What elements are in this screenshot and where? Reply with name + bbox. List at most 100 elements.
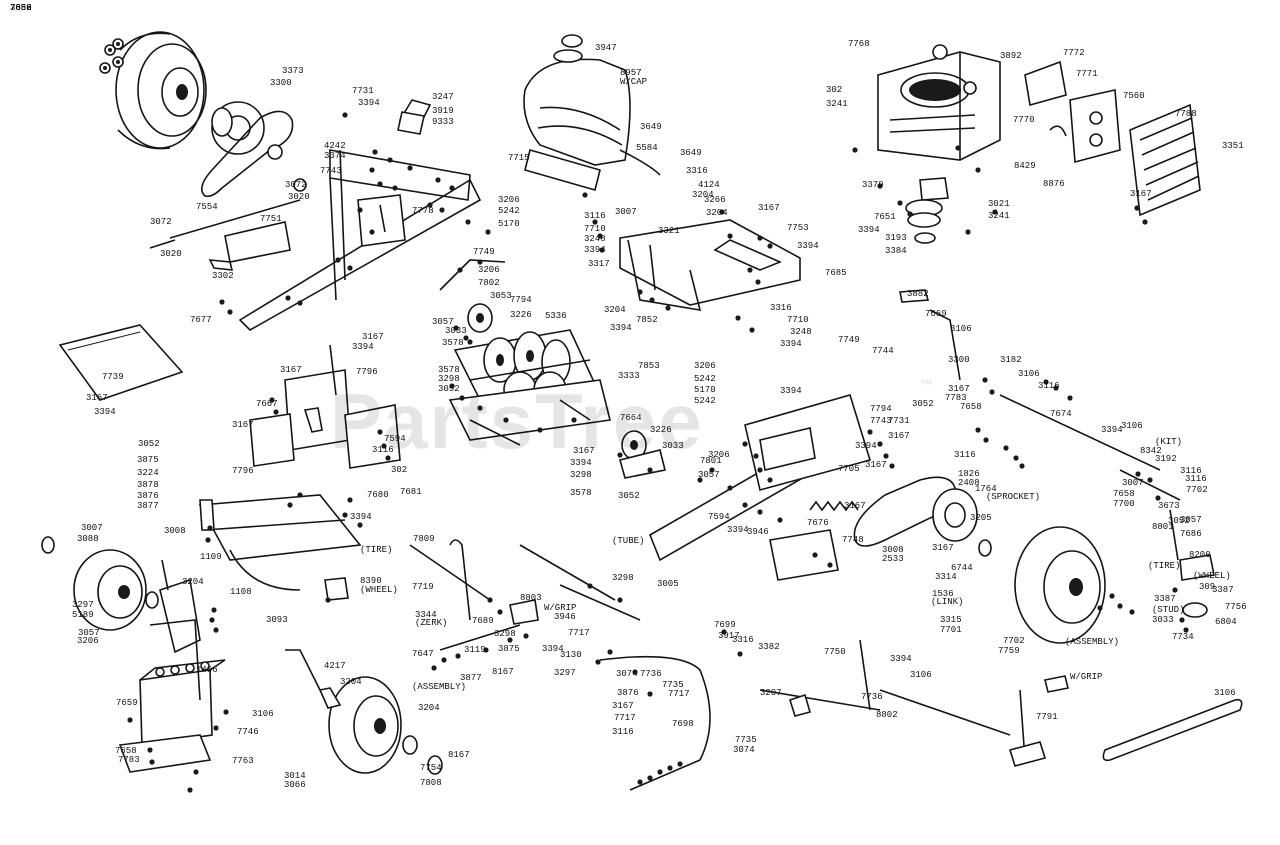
part-callout: 3053 [490, 291, 512, 301]
part-callout: 7658 [115, 746, 137, 756]
part-callout: 3876 [617, 688, 639, 698]
part-callout: 3394 [542, 644, 564, 654]
part-callout: 3300 [948, 355, 970, 365]
part-callout: 3394 [358, 98, 380, 108]
bolt-icon [727, 233, 733, 239]
bolt-icon [747, 267, 753, 273]
part-callout: (TIRE) [1148, 561, 1180, 571]
bolt-icon [149, 759, 155, 765]
bolt-icon [1067, 395, 1073, 401]
bolt-icon [485, 229, 491, 235]
bolt-icon [617, 452, 623, 458]
part-callout: (WHEEL) [360, 585, 398, 595]
part-callout: 7650 [10, 3, 32, 13]
bolt-icon [381, 443, 387, 449]
part-callout: 7788 [1175, 109, 1197, 119]
part-callout: 3116 [1180, 466, 1202, 476]
part-callout: 3344 [415, 610, 437, 620]
part-callout: 3394 [858, 225, 880, 235]
part-callout: 3033 [1152, 615, 1174, 625]
part-callout: 7594 [384, 434, 406, 444]
part-callout: 7667 [256, 399, 278, 409]
part-callout: 3008 [164, 526, 186, 536]
brake-pedal-lower [285, 649, 342, 709]
bolt-icon [1003, 445, 1009, 451]
pulley-upper [439, 259, 506, 333]
part-callout: 5242 [694, 374, 716, 384]
bolt-icon [647, 691, 653, 697]
part-callout: 3875 [498, 644, 520, 654]
part-callout: 3394 [350, 512, 372, 522]
part-callout: 3316 [770, 303, 792, 313]
bolt-icon [992, 209, 998, 215]
bolt-icon [767, 477, 773, 483]
bolt-icon [877, 183, 883, 189]
part-callout: 3892 [1000, 51, 1022, 61]
part-callout: 7717 [668, 689, 690, 699]
bolt-icon [357, 522, 363, 528]
bolt-icon [709, 467, 715, 473]
deck-drive-belt [1102, 698, 1243, 762]
spindle-right [1179, 554, 1215, 618]
bolt-icon [989, 389, 995, 395]
part-callout: 7749 [838, 335, 860, 345]
part-callout: 5584 [636, 143, 658, 153]
bolt-icon [487, 597, 493, 603]
part-callout: 3106 [910, 670, 932, 680]
part-callout: (LINK) [931, 597, 963, 607]
part-callout: 4217 [324, 661, 346, 671]
part-callout: 3007 [81, 523, 103, 533]
part-callout: 3370 [862, 180, 884, 190]
bolt-icon [1129, 609, 1135, 615]
part-callout: 7681 [400, 487, 422, 497]
part-callout: 3167 [948, 384, 970, 394]
part-callout: 3224 [137, 468, 159, 478]
part-callout: 3033 [445, 326, 467, 336]
part-callout: 7853 [638, 361, 660, 371]
bolt-icon [587, 583, 593, 589]
part-callout: 3005 [657, 579, 679, 589]
part-callout: 3878 [137, 480, 159, 490]
bolt-icon [427, 202, 433, 208]
part-callout: 3947 [595, 43, 617, 53]
part-callout: 7731 [352, 86, 374, 96]
bolt-icon [735, 315, 741, 321]
part-callout: 3387 [1212, 585, 1234, 595]
bolt-icon [503, 417, 509, 423]
bolt-icon [209, 617, 215, 623]
part-callout: 3206 [77, 636, 99, 646]
bolt-icon [637, 289, 643, 295]
part-callout: 3673 [1158, 501, 1180, 511]
part-callout: 5242 [694, 396, 716, 406]
bolt-icon [767, 243, 773, 249]
part-callout: 3167 [888, 431, 910, 441]
bolt-icon [827, 562, 833, 568]
bolt-icon [719, 209, 725, 215]
bolt-icon [213, 725, 219, 731]
part-callout: 3167 [844, 501, 866, 511]
bolt-icon [497, 609, 503, 615]
part-callout: 3204 [692, 190, 714, 200]
part-callout: 7791 [1036, 712, 1058, 722]
part-callout: 7735 [735, 735, 757, 745]
bolt-icon [342, 112, 348, 118]
part-callout: 5170 [694, 385, 716, 395]
bolt-icon [325, 597, 331, 603]
bolt-icon [727, 485, 733, 491]
part-callout: 3882 [907, 289, 929, 299]
part-callout: 3021 [988, 199, 1010, 209]
part-callout: 7702 [1003, 636, 1025, 646]
bolt-icon [637, 779, 643, 785]
part-callout: 7739 [102, 372, 124, 382]
part-callout: W/CAP [620, 77, 647, 87]
part-callout: 3241 [826, 99, 848, 109]
watermark-trademark: ™ [920, 377, 932, 391]
part-callout: 3314 [935, 572, 957, 582]
bolt-icon [697, 477, 703, 483]
part-callout: 7796 [356, 367, 378, 377]
bolt-icon [1097, 605, 1103, 611]
part-callout: 3116 [1038, 381, 1060, 391]
part-callout: 3167 [865, 460, 887, 470]
part-callout: 3919 [432, 106, 454, 116]
bolt-icon [227, 309, 233, 315]
